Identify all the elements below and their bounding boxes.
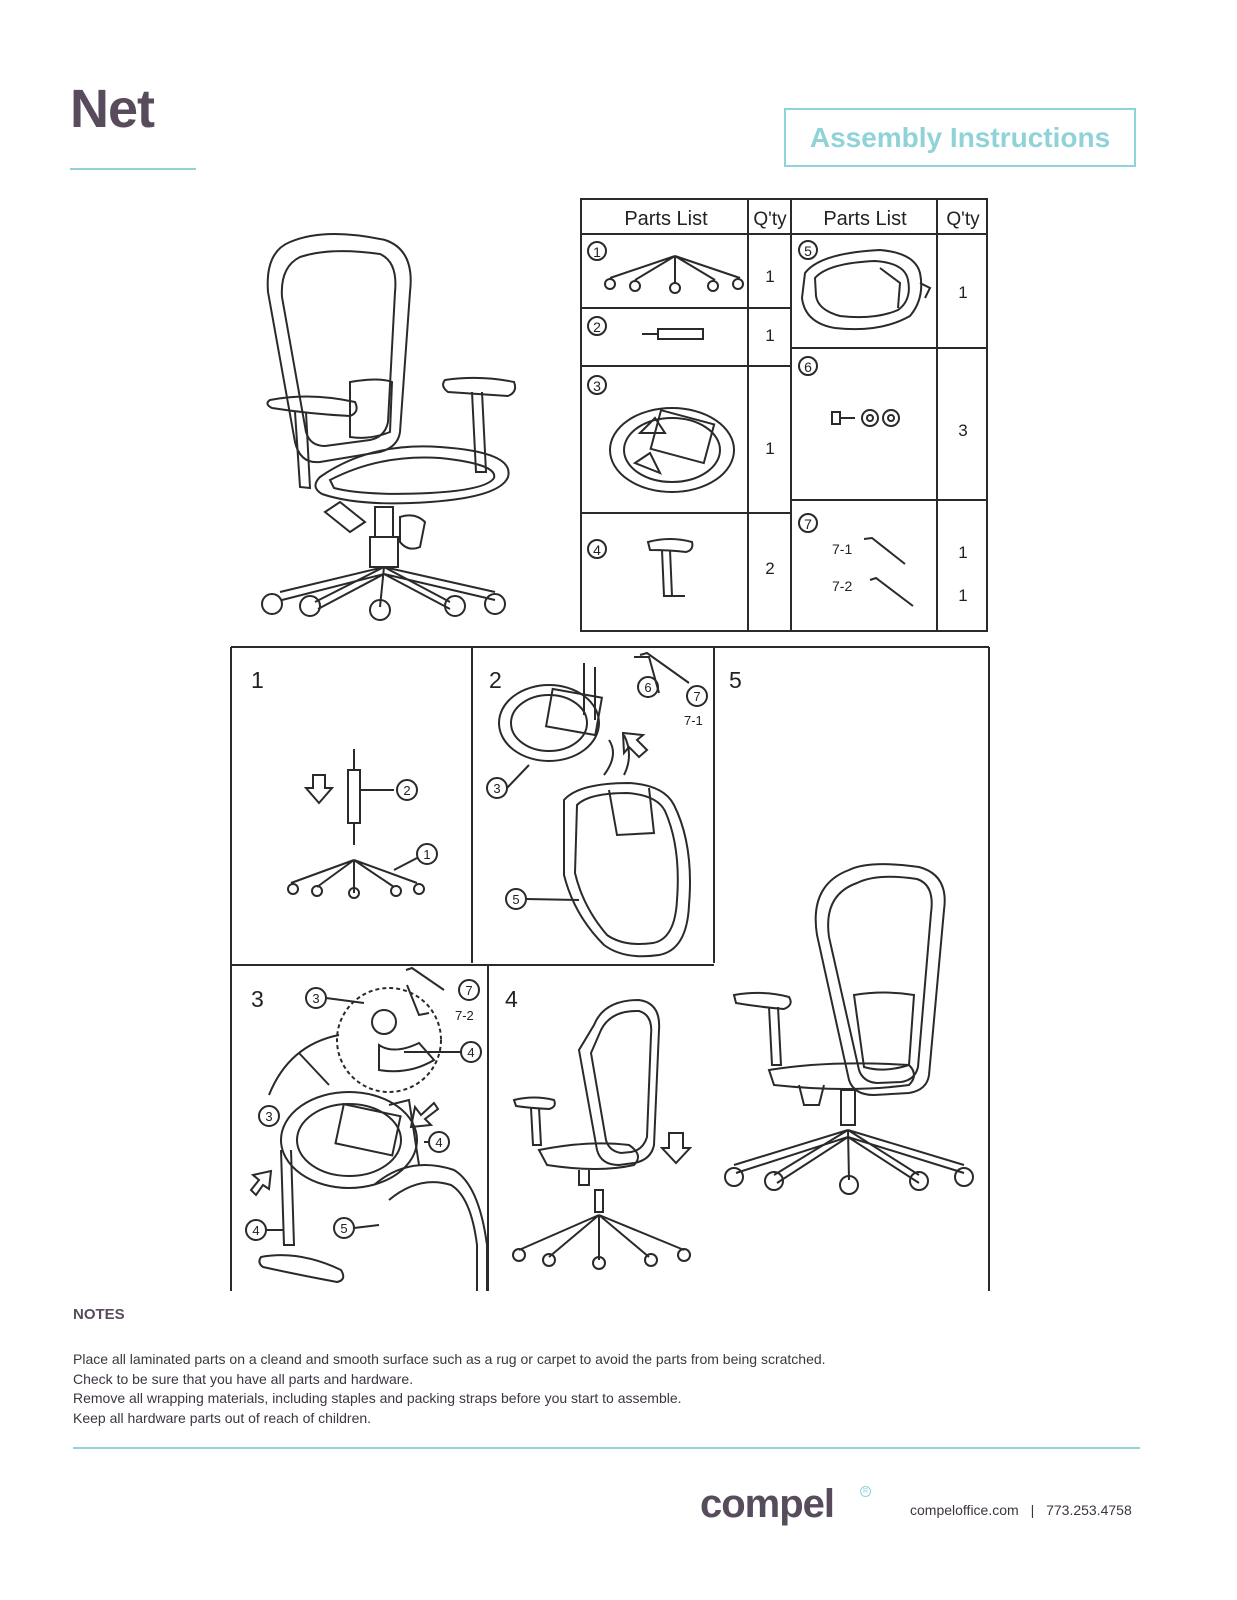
step-2-panel: 2 6 7 7-1 3 5 [486, 651, 708, 958]
down-arrow-icon [303, 774, 335, 805]
part-number: 4 [593, 542, 601, 558]
part-7-2-label: 7-2 [832, 578, 852, 594]
step-1-number: 1 [251, 667, 264, 693]
gas-cylinder-drawing [347, 749, 394, 845]
col-header-parts-right: Parts List [823, 208, 907, 230]
notes-list: Place all laminated parts on a cleand an… [73, 1350, 826, 1428]
gas-cylinder-icon [642, 328, 704, 340]
step-2-callout-bolts: 6 [644, 680, 651, 695]
part-qty: 3 [958, 421, 967, 440]
seat-mechanism-icon [609, 407, 735, 493]
part-6-row: 6 3 [798, 356, 968, 440]
step-5-panel: 5 [724, 667, 974, 1195]
seat-frame-drawing [563, 734, 691, 958]
col-header-parts-left: Parts List [624, 208, 708, 230]
part-7-row: 7 7-1 1 7-2 1 [798, 513, 968, 607]
step-4-number: 4 [505, 986, 518, 1012]
step-3-callout-arm-detail: 4 [467, 1045, 474, 1060]
step-3-callout-mech-top: 3 [312, 991, 319, 1006]
step-1-panel: 1 2 1 [251, 667, 438, 899]
step-4-panel: 4 [505, 986, 693, 1270]
note-item: Check to be sure that you have all parts… [73, 1370, 414, 1387]
chair-overview-illustration [261, 233, 517, 621]
part-qty: 1 [765, 439, 774, 458]
footer-contact: compeloffice.com | 773.253.4758 [910, 1502, 1132, 1518]
doc-type-box: Assembly Instructions [784, 108, 1136, 167]
base-with-cylinder-drawing [512, 1189, 691, 1270]
step-2-callout-mechanism: 3 [493, 781, 500, 796]
left-arrow-icon [409, 1101, 440, 1129]
assembly-steps-grid: 1 2 1 2 6 [230, 646, 990, 1291]
part-2-row: 2 1 [587, 316, 775, 345]
step-3-callout-key: 7 [465, 983, 472, 998]
phone-number: 773.253.4758 [1046, 1502, 1132, 1518]
website-link[interactable]: compeloffice.com [910, 1502, 1019, 1518]
note-item: Place all laminated parts on a cleand an… [73, 1351, 826, 1367]
part-qty: 1 [958, 283, 967, 302]
seat-mechanism-drawing [280, 1091, 420, 1189]
note-item: Keep all hardware parts out of reach of … [73, 1409, 372, 1426]
part-number: 7 [804, 516, 812, 532]
armrest-drawing [258, 1149, 345, 1284]
step-3-callout-key-sub: 7-2 [455, 1008, 474, 1023]
part-qty: 1 [765, 267, 774, 286]
part-qty: 2 [765, 559, 774, 578]
step-3-callout-mech-left: 3 [265, 1109, 272, 1124]
contact-separator: | [1030, 1502, 1035, 1518]
parts-list-table: Parts List Q'ty Parts List Q'ty 1 1 2 1 … [580, 198, 988, 632]
brand-logo: compel [700, 1482, 835, 1526]
footer-divider [73, 1447, 1140, 1449]
step-3-panel: 3 3 7 7-2 4 3 4 [245, 966, 488, 1291]
product-title: Net [70, 79, 155, 139]
step-3-callout-seat: 5 [340, 1221, 347, 1236]
step-2-callout-seat: 5 [512, 892, 519, 907]
col-header-qty-left: Q'ty [753, 209, 787, 230]
step-5-number: 5 [729, 667, 742, 693]
part-5-row: 5 1 [798, 240, 968, 331]
part-number: 3 [593, 378, 601, 394]
up-arrow-icon [621, 731, 649, 759]
step-1-callout-base: 1 [423, 847, 430, 862]
allen-key-long-icon [863, 536, 906, 565]
seat-mechanism-drawing [498, 656, 660, 762]
part-4-row: 4 2 [587, 538, 775, 597]
seat-frame-icon [800, 248, 932, 331]
part-qty: 1 [765, 326, 774, 345]
part-qty: 1 [958, 586, 967, 605]
part-1-row: 1 1 [587, 241, 775, 294]
part-number: 1 [593, 244, 601, 260]
step-1-callout-cylinder: 2 [403, 783, 410, 798]
part-3-row: 3 1 [587, 375, 775, 493]
step-3-callout-arm-left: 4 [252, 1223, 259, 1238]
step-3-callout-arm-right: 4 [435, 1135, 442, 1150]
step-2-callout-key: 7 [693, 689, 700, 704]
part-number: 5 [804, 243, 812, 259]
title-divider [70, 168, 196, 170]
down-arrow-icon [659, 1132, 693, 1165]
bolt-washer-icon [831, 409, 900, 427]
registered-mark-icon: R [860, 1486, 871, 1497]
seat-frame-drawing [373, 1164, 488, 1291]
allen-key-drawing [639, 651, 690, 684]
base-drawing [287, 857, 425, 899]
up-arrow-icon [249, 1169, 273, 1197]
part-7-1-label: 7-1 [832, 541, 852, 557]
assembled-chair-drawing [724, 863, 974, 1195]
part-number: 2 [593, 319, 601, 335]
detail-inset-circle [336, 984, 442, 1093]
allen-key-short-icon [869, 576, 914, 607]
chair-top-drawing [512, 998, 661, 1186]
armrest-icon [646, 538, 694, 597]
part-number: 6 [804, 359, 812, 375]
step-3-number: 3 [251, 986, 264, 1012]
base-icon [604, 255, 744, 294]
notes-heading: NOTES [73, 1306, 125, 1323]
part-qty: 1 [958, 543, 967, 562]
col-header-qty-right: Q'ty [946, 209, 980, 230]
step-2-number: 2 [489, 667, 502, 693]
step-2-callout-key-sub: 7-1 [684, 713, 703, 728]
note-item: Remove all wrapping materials, including… [73, 1390, 682, 1406]
doc-type-label: Assembly Instructions [809, 121, 1111, 153]
allen-key-drawing [405, 966, 445, 991]
